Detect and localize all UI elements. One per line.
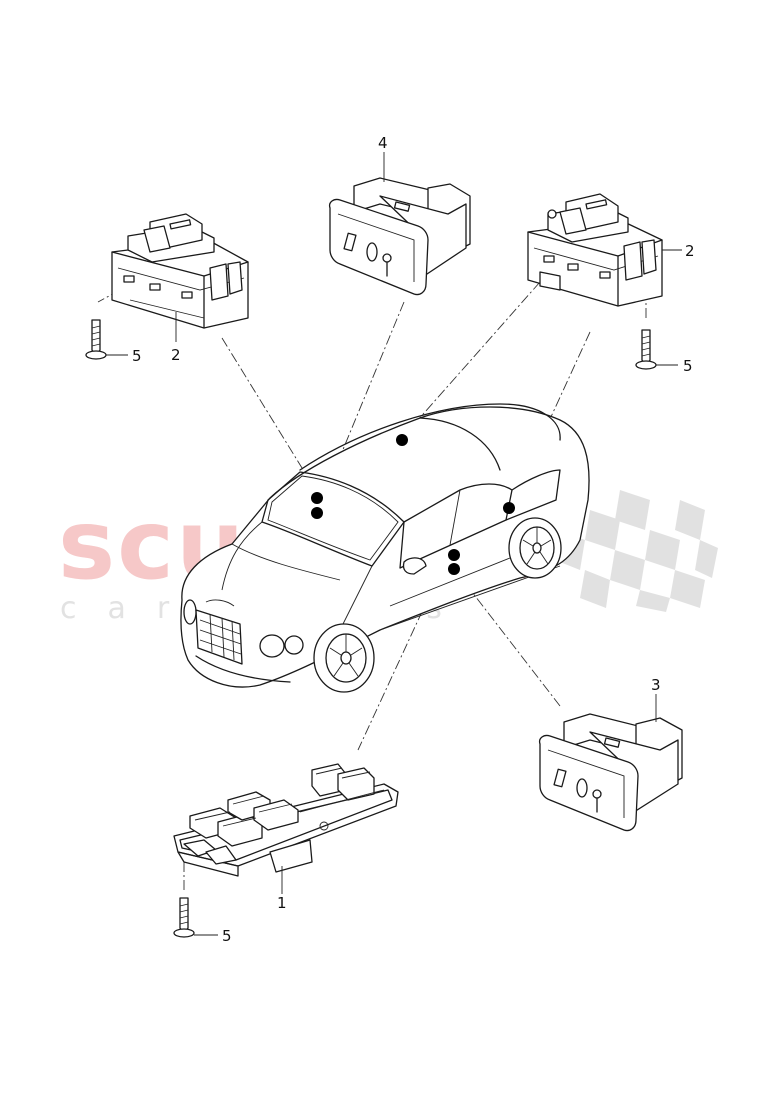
- rear-wheel: [508, 517, 562, 579]
- location-marker: [448, 549, 460, 561]
- location-markers: [311, 434, 515, 575]
- callout-part-5-left: 5: [132, 347, 142, 365]
- callout-part-4: 4: [378, 134, 388, 152]
- callout-leaders: [106, 152, 682, 936]
- location-marker: [503, 502, 515, 514]
- screw-right: [635, 329, 657, 370]
- callout-part-3: 3: [651, 676, 661, 694]
- part-2-right-switch: [527, 193, 663, 307]
- callout-part-5-right: 5: [683, 357, 693, 375]
- screw-left: [85, 319, 107, 360]
- part-3-switch: [538, 713, 683, 832]
- location-marker: [311, 507, 323, 519]
- checkered-flag-watermark: [555, 470, 718, 612]
- part-4-switch: [328, 177, 471, 296]
- callout-part-5-bottom: 5: [222, 927, 232, 945]
- location-marker: [396, 434, 408, 446]
- callout-part-2-left: 2: [171, 346, 181, 364]
- part-1-window-switch-panel: [173, 763, 399, 877]
- callout-part-2-right: 2: [685, 242, 695, 260]
- location-marker: [311, 492, 323, 504]
- grille-mesh: [199, 613, 242, 661]
- callout-part-1: 1: [277, 894, 287, 912]
- screw-bottom: [173, 897, 195, 938]
- callout-labels: 4 2 5 2 5 3 1 5: [132, 134, 695, 945]
- front-wheel: [313, 623, 375, 693]
- part-2-left-switch: [111, 213, 249, 329]
- location-marker: [448, 563, 460, 575]
- car-illustration: [180, 403, 590, 693]
